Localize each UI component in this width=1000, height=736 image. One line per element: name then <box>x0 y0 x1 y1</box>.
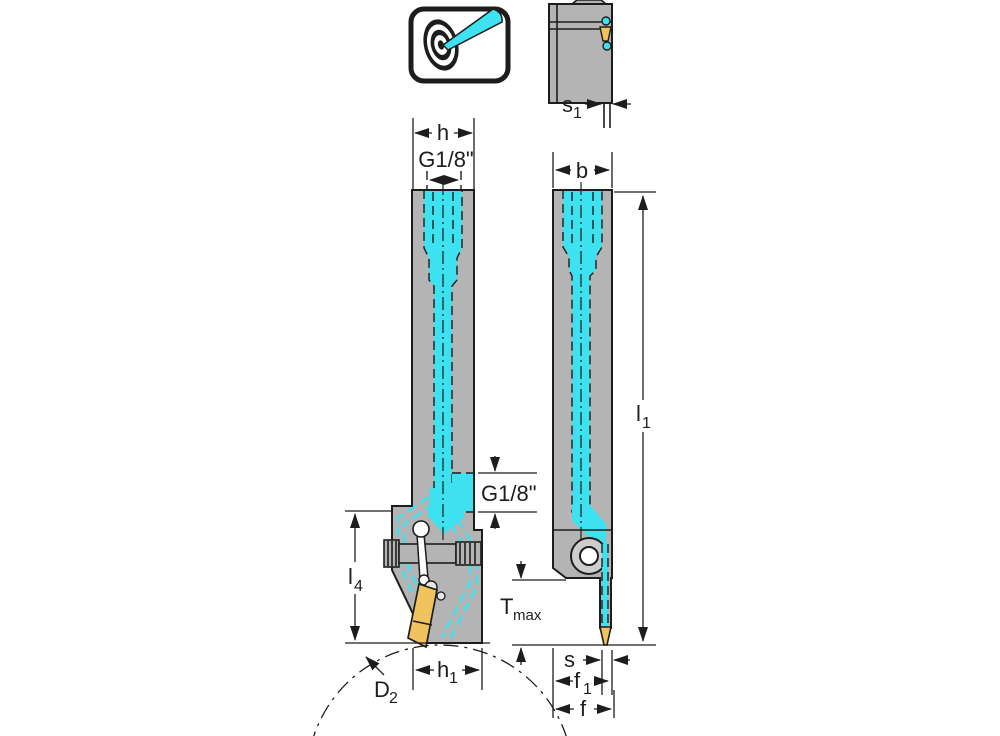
dim-label-h: h <box>437 120 449 145</box>
side-insert-tip <box>599 626 612 646</box>
coolant-outlet-dot-lower <box>602 41 612 51</box>
front-head-cavity <box>428 488 464 534</box>
front-coolant-branch-left-b <box>402 503 435 589</box>
top-view-insert <box>599 26 612 42</box>
dim-label-h1-sub: 1 <box>449 670 458 687</box>
front-view <box>313 171 567 736</box>
side-screw-socket <box>579 546 599 566</box>
dim-label-d2: D <box>374 677 390 702</box>
dim-label-f1-sub: 1 <box>583 681 592 698</box>
dim-label-s1-sub: 1 <box>573 105 582 122</box>
dim-label-tmax-sub: max <box>513 607 542 624</box>
front-port-ext-dashes <box>426 171 462 189</box>
side-thread-inner-lines <box>571 192 594 246</box>
dim-label-h1: h <box>437 657 449 682</box>
dim-label-s: s <box>564 647 575 672</box>
top-view-blade-edges <box>603 103 611 128</box>
front-thread-inner-lines <box>432 192 454 246</box>
dim-label-d2-sub: 2 <box>389 690 398 707</box>
dim-label-l4: l <box>348 564 353 589</box>
s-f-extension-lines <box>552 648 615 718</box>
dim-label-g18-top: G1/8" <box>418 147 474 172</box>
front-coolant-branch-right-a <box>447 506 479 642</box>
dim-label-g18-mid: G1/8" <box>481 481 537 506</box>
g18-mid-extension-lines <box>478 472 537 513</box>
d2-leader-arrow <box>365 656 385 676</box>
blade-coolant-duct <box>602 544 608 626</box>
dimension-labels: h G1/8" G1/8" l 4 h 1 D 2 s 1 b l 1 T ma… <box>348 92 651 721</box>
h-extension-lines <box>412 118 475 189</box>
dim-label-l4-sub: 4 <box>354 578 363 595</box>
dim-label-l1-sub: 1 <box>642 415 651 432</box>
b-extension-lines <box>552 152 613 188</box>
front-insert <box>407 582 438 649</box>
front-coolant-branch-right-b <box>440 511 472 638</box>
top-view <box>548 0 631 128</box>
coolant-jet-icon <box>441 8 503 51</box>
coolant-outlet-dot-upper <box>601 16 611 26</box>
dim-label-b: b <box>576 158 588 183</box>
clamp-screw-shaft <box>398 543 457 564</box>
dim-label-f1: f <box>574 668 581 693</box>
clamp-screw-right-threads <box>459 543 476 564</box>
dimensions <box>345 118 656 718</box>
side-view <box>552 182 613 646</box>
dim-label-tmax: T <box>500 594 513 619</box>
target-rings-icon <box>423 19 459 71</box>
dim-label-f: f <box>580 696 587 721</box>
dim-label-s1: s <box>562 92 573 117</box>
dim-label-l1: l <box>636 401 641 426</box>
front-coolant-branch-left-a <box>396 496 429 593</box>
clamp-slot-top-hole <box>412 520 430 538</box>
clamp-finger-pad-small <box>436 591 446 601</box>
h1-extension-lines <box>412 648 483 690</box>
clamp-screw-left-threads <box>387 541 397 566</box>
coolant-precision-icon <box>408 6 511 84</box>
